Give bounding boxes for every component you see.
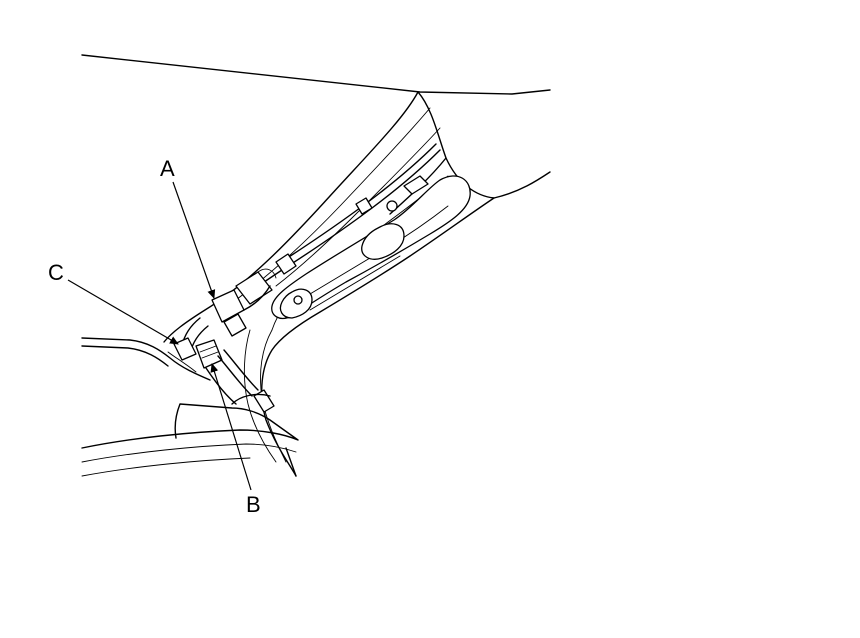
callout-b-leader	[210, 363, 252, 491]
roof-panel	[81, 54, 551, 95]
callout-a-label: A	[160, 156, 175, 181]
lower-trim	[81, 337, 299, 477]
callout-b-label: B	[246, 492, 261, 517]
callout-c: C	[48, 260, 179, 345]
connector-b	[195, 339, 275, 413]
connector-c	[167, 337, 197, 373]
pillar-outline	[163, 91, 551, 477]
callout-c-label: C	[48, 260, 64, 285]
callout-a-leader	[172, 181, 216, 299]
airbag-module	[271, 175, 471, 320]
callout-b: B	[210, 363, 261, 517]
callout-a: A	[160, 156, 216, 299]
wire-harness	[243, 143, 441, 297]
connector-a	[181, 268, 277, 355]
callout-c-leader	[67, 279, 179, 345]
